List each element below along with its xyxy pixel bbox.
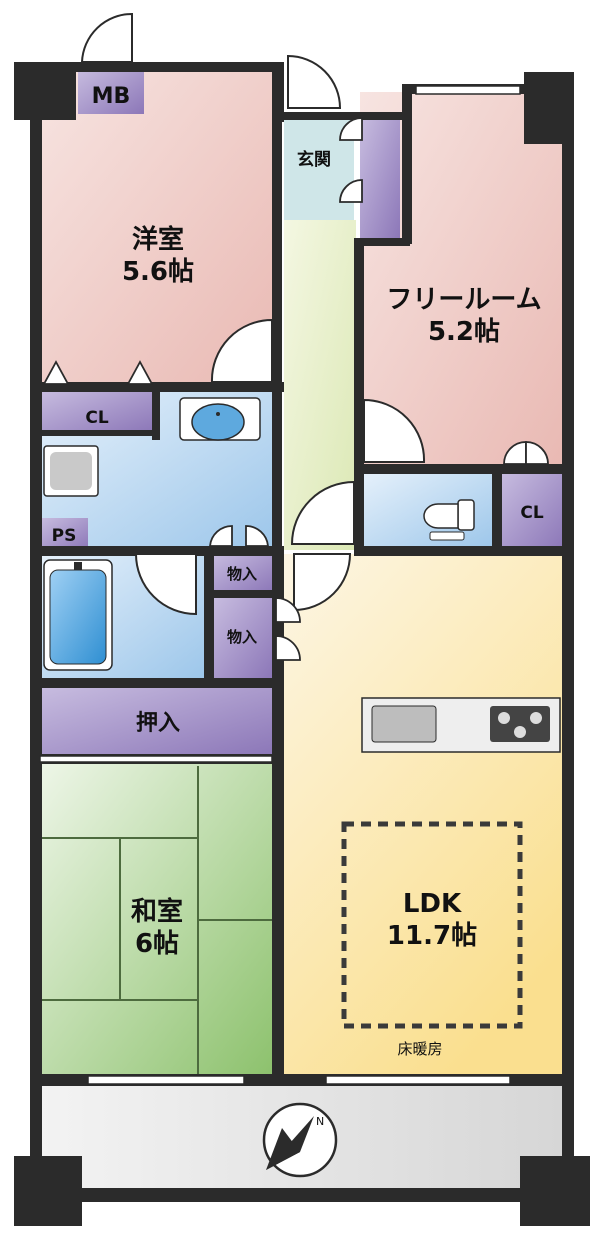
cl-right-label: CL [520, 503, 543, 523]
folding-doors [42, 117, 549, 661]
western-room-size: 5.6帖 [122, 257, 194, 287]
western-room-label: 洋室 [132, 224, 184, 255]
floor-heating-label: 床暖房 [397, 1040, 442, 1058]
toilet [423, 499, 475, 541]
oshiire-box [40, 686, 276, 754]
tatami-lines [42, 766, 272, 1074]
mono1-label: 物入 [227, 565, 257, 583]
mono2-label: 物入 [227, 628, 257, 646]
doors [80, 12, 426, 616]
washbasin [179, 397, 261, 441]
mono2-box [212, 598, 272, 678]
washitsu-size: 6帖 [135, 929, 179, 959]
bathtub [43, 559, 113, 671]
mono1-box [212, 554, 272, 592]
cl-left-box [40, 390, 152, 432]
ps-box [40, 518, 88, 550]
kitchen-counter [361, 697, 561, 753]
genkan-label: 玄関 [297, 149, 331, 170]
floor-heating-area [341, 821, 523, 1029]
cl-left-label: CL [85, 408, 108, 428]
washitsu-label: 和室 [131, 896, 183, 927]
ps-label: PS [52, 526, 77, 546]
ldk-size: 11.7帖 [387, 921, 477, 951]
entrance-storage [360, 116, 400, 240]
mb-box [78, 68, 144, 114]
ldk-room [284, 554, 564, 1076]
free-room-label: フリールーム [386, 285, 541, 315]
ldk-label: LDK [403, 889, 462, 919]
washing-machine-space [43, 445, 99, 497]
oshiire-label: 押入 [136, 710, 180, 736]
cl-right-box [500, 472, 564, 548]
compass-icon: N [262, 1102, 338, 1178]
mb-label: MB [92, 84, 131, 109]
free-room-size: 5.2帖 [428, 317, 500, 347]
compass-north: N [316, 1115, 324, 1128]
windows [39, 85, 521, 1085]
